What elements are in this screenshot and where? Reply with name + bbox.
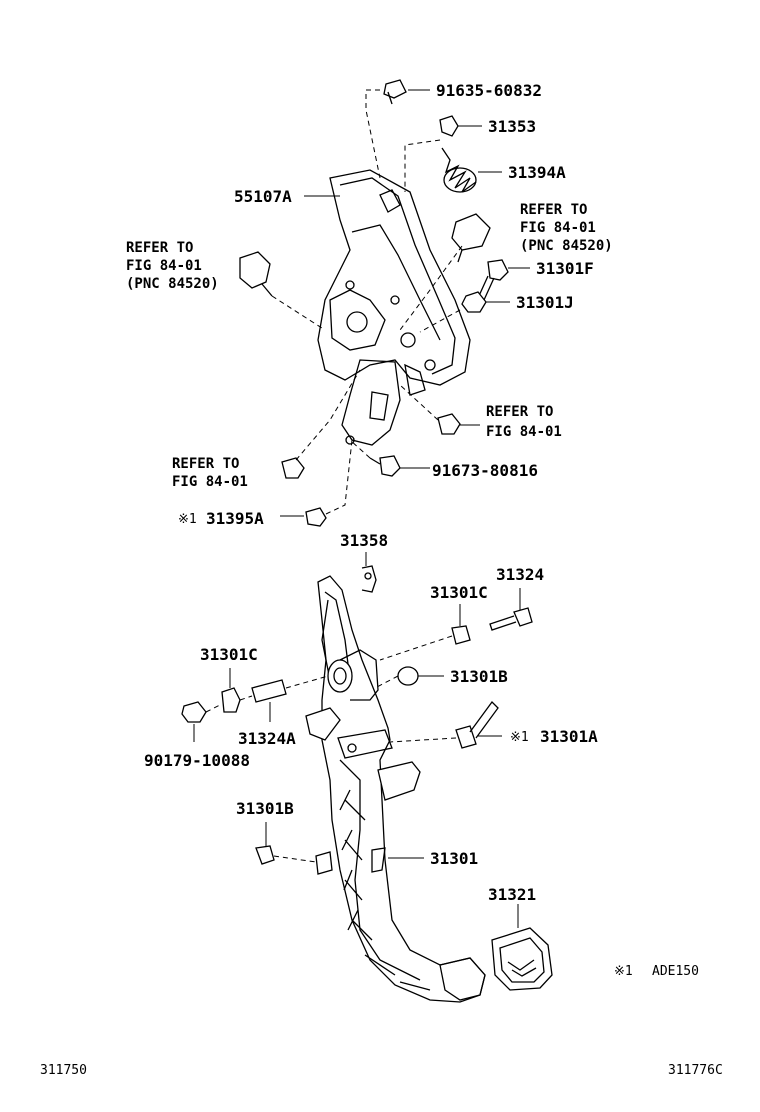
note-ade150: ADE150 [652, 964, 699, 979]
refer-right-line2: FIG 84-01 [520, 220, 596, 236]
label-31301F: 31301F [536, 259, 594, 278]
label-55107A: 55107A [234, 187, 292, 206]
upper-hardware-drawings [239, 79, 509, 527]
footer-right-code: 311776C [668, 1063, 723, 1078]
refer-left-line2: FIG 84-01 [126, 258, 202, 274]
lower-hardware-drawings [181, 565, 533, 865]
refer-right-line1: REFER TO [520, 202, 587, 218]
refer-mid-right-line2: FIG 84-01 [486, 424, 562, 440]
refer-notes: REFER TO FIG 84-01 (PNC 84520) REFER TO … [126, 202, 613, 490]
label-31324A: 31324A [238, 729, 296, 748]
note-marks: ※1 ※1 ※1 ADE150 [178, 512, 699, 979]
refer-mid-left-line2: FIG 84-01 [172, 474, 248, 490]
label-31301C-left: 31301C [200, 645, 258, 664]
label-31321: 31321 [488, 885, 536, 904]
label-31301C-right: 31301C [430, 583, 488, 602]
pedal-arm-drawing [305, 575, 486, 1003]
label-31301J: 31301J [516, 293, 574, 312]
pedal-pad-drawing [491, 927, 553, 991]
mark-31301A: ※1 [510, 730, 529, 745]
label-31301A: 31301A [540, 727, 598, 746]
refer-left-line1: REFER TO [126, 240, 193, 256]
lower-leader-lines [193, 552, 521, 928]
footer: 311750 311776C [40, 1063, 723, 1078]
refer-mid-right-line1: REFER TO [486, 404, 553, 420]
label-31394A: 31394A [508, 163, 566, 182]
label-31395A: 31395A [206, 509, 264, 528]
refer-right-line3: (PNC 84520) [520, 238, 613, 254]
pedal-bracket-drawing [317, 169, 471, 446]
label-31301B-upper: 31301B [450, 667, 508, 686]
label-91673-80816: 91673-80816 [432, 461, 538, 480]
label-31324: 31324 [496, 565, 544, 584]
label-91635-60832: 91635-60832 [436, 81, 542, 100]
mark-ade150: ※1 [614, 964, 633, 979]
refer-left-line3: (PNC 84520) [126, 276, 219, 292]
mark-31395A: ※1 [178, 512, 197, 527]
part-labels: 91635-60832 31353 31394A 55107A 31301F 3… [144, 81, 598, 904]
label-90179-10088: 90179-10088 [144, 751, 250, 770]
label-31301B-lower: 31301B [236, 799, 294, 818]
refer-mid-left-line1: REFER TO [172, 456, 239, 472]
label-31353: 31353 [488, 117, 536, 136]
label-31301: 31301 [430, 849, 478, 868]
upper-leader-lines [271, 89, 530, 517]
footer-left-code: 311750 [40, 1063, 87, 1078]
label-31358: 31358 [340, 531, 388, 550]
